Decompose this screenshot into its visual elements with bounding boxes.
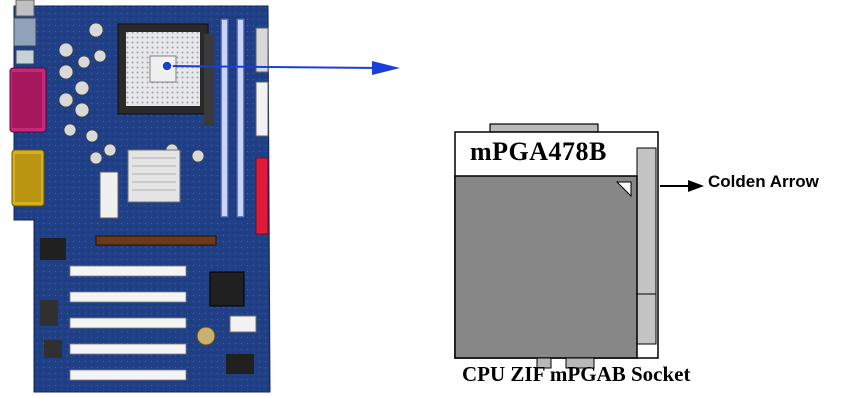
socket-body (454, 175, 638, 359)
cmos-battery (196, 326, 216, 346)
ide-connector-white (255, 81, 269, 137)
agp-slot (95, 235, 217, 246)
callout-arrow-head (688, 180, 704, 192)
socket-lever (636, 147, 657, 345)
chipset-heatsink (127, 149, 181, 203)
pointer-dot (161, 60, 173, 72)
pci-slot-2 (69, 291, 187, 303)
colden-arrow-label: Colden Arrow (708, 172, 819, 191)
socket-caption: CPU ZIF mPGAB Socket (462, 362, 691, 386)
socket-top-tab (489, 123, 599, 133)
usb-connector (15, 49, 35, 65)
atx-power-connector (99, 171, 119, 219)
pci-slot-3 (69, 317, 187, 329)
colden-arrow-mark (615, 181, 632, 198)
pci-slot-5 (69, 369, 187, 381)
ide-connector-red (255, 157, 269, 235)
pci-slot-1 (69, 265, 187, 277)
ps2-connector (13, 17, 37, 47)
motherboard-image (9, 0, 271, 393)
pci-slot-4 (69, 343, 187, 355)
socket-name-label: mPGA478B (470, 137, 607, 166)
southbridge-chip (209, 271, 245, 307)
